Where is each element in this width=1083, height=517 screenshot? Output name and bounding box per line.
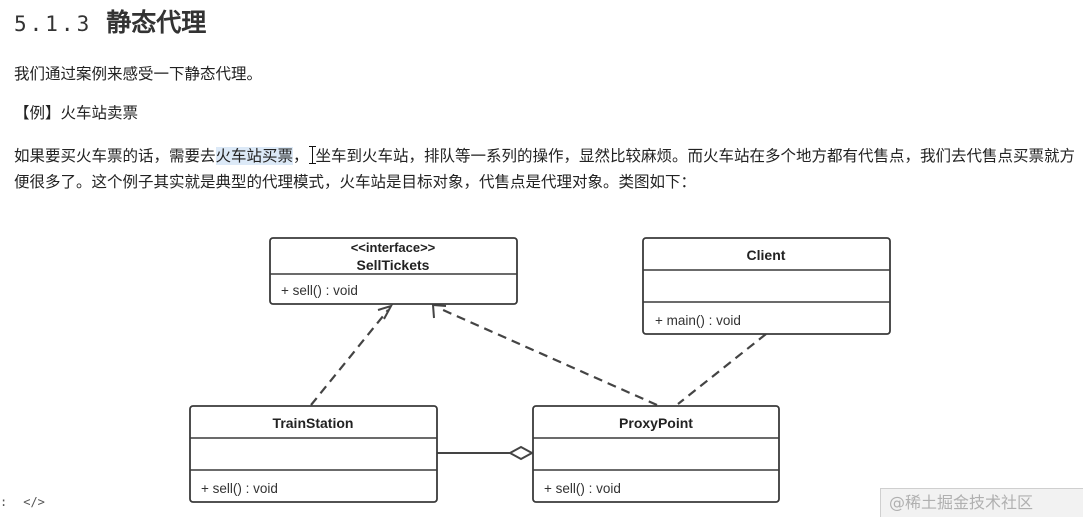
watermark: @稀土掘金技术社区	[880, 488, 1083, 517]
text-cursor-icon	[308, 146, 316, 164]
description-paragraph: 如果要买火车票的话，需要去火车站买票，坐车到火车站，排队等一系列的操作，显然比较…	[14, 143, 1078, 195]
realization-trainstation-line	[310, 309, 389, 406]
example-label: 【例】火车站卖票	[14, 104, 139, 122]
class-box-train-station: TrainStation + sell() : void	[189, 405, 438, 503]
class-box-sell-tickets: <<interface>> SellTickets + sell() : voi…	[269, 237, 518, 305]
train-station-operation: + sell() : void	[201, 481, 278, 496]
train-station-name: TrainStation	[273, 415, 354, 431]
sell-tickets-frame	[269, 237, 518, 305]
proxy-point-frame	[532, 405, 780, 503]
client-frame	[642, 237, 891, 335]
toolbar-symbol: :	[0, 495, 8, 509]
section-title: 静态代理	[106, 8, 207, 37]
sell-tickets-operation: + sell() : void	[281, 283, 358, 298]
proxy-point-name: ProxyPoint	[619, 415, 693, 431]
client-operation: + main() : void	[655, 313, 741, 328]
realization-proxypoint-line	[442, 308, 658, 407]
aggregation-diamond	[507, 445, 535, 461]
proxy-point-operation: + sell() : void	[544, 481, 621, 496]
section-heading: 5.1.3 静态代理	[14, 4, 206, 43]
realization-trainstation-arrowhead	[377, 304, 394, 320]
client-name: Client	[747, 247, 786, 263]
train-station-frame	[189, 405, 438, 503]
section-number: 5.1.3	[14, 12, 93, 36]
highlighted-text: 火车站买票	[215, 147, 294, 165]
bottom-toolbar: : </>	[0, 495, 45, 509]
class-box-client: Client + main() : void	[642, 237, 891, 335]
description-part3: 坐车到火车站，排队等一系列的操作，显然比较麻烦。而火车站在多个地方都有代售点，我…	[14, 147, 1076, 191]
class-box-proxy-point: ProxyPoint + sell() : void	[532, 405, 780, 503]
dependency-client-line	[677, 333, 767, 405]
intro-paragraph: 我们通过案例来感受一下静态代理。	[14, 65, 263, 83]
realization-proxypoint-arrowhead	[431, 303, 447, 319]
description-part2: ，	[293, 147, 309, 165]
description-part1: 如果要买火车票的话，需要去	[14, 147, 216, 165]
sell-tickets-stereotype: <<interface>>	[351, 240, 436, 255]
code-view-icon[interactable]: </>	[23, 495, 45, 509]
sell-tickets-name: SellTickets	[357, 257, 430, 273]
